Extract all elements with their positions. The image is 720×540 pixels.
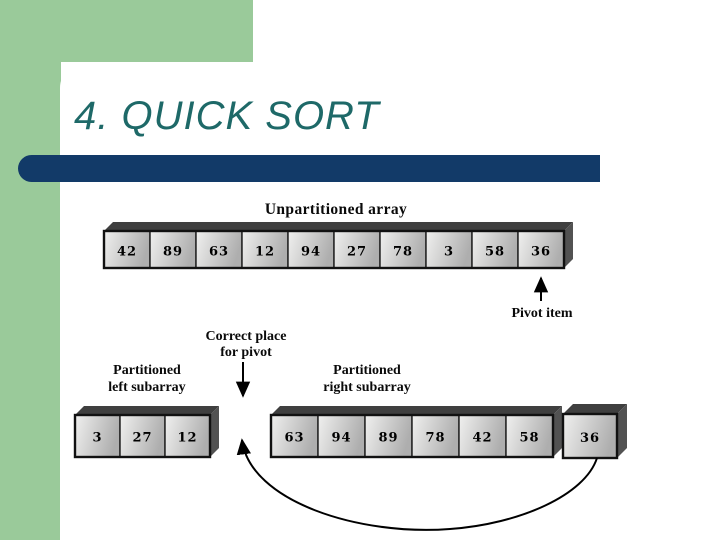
array-value: 27 — [347, 245, 367, 260]
box-right-face — [564, 222, 573, 268]
right-subarray-box: 63 94 89 78 42 58 — [269, 406, 562, 459]
array-outline — [561, 412, 619, 460]
array-value: 27 — [132, 431, 152, 446]
slide-title: 4. QUICK SORT — [74, 94, 380, 138]
correct-place-label-line2: for pivot — [220, 345, 272, 360]
unpartitioned-array-label: Unpartitioned array — [265, 201, 407, 218]
box-top-face — [563, 404, 627, 414]
array-value: 3 — [444, 245, 454, 260]
unpartitioned-array-box: 42 89 63 12 94 27 78 3 58 36 — [102, 222, 573, 270]
pivot-cell-box: 36 — [561, 404, 627, 460]
pivot-item-label: Pivot item — [511, 306, 572, 321]
left-subarray-label-line1: Partitioned — [113, 363, 181, 378]
array-value: 3 — [92, 431, 102, 446]
box-top-face — [75, 406, 219, 415]
array-value: 58 — [519, 431, 539, 446]
box-top-face — [271, 406, 562, 415]
array-value: 12 — [177, 431, 197, 446]
array-value: 42 — [117, 245, 137, 260]
left-subarray-box: 3 27 12 — [73, 406, 219, 459]
array-value: 94 — [301, 245, 321, 260]
array-cell — [333, 230, 381, 269]
box-right-face — [617, 404, 627, 458]
array-value: 78 — [425, 431, 445, 446]
right-subarray-label-line1: Partitioned — [333, 363, 401, 378]
correct-place-label-line1: Correct place — [206, 329, 287, 344]
box-top-face — [104, 222, 573, 231]
array-value: 63 — [284, 431, 304, 446]
box-right-face — [553, 406, 562, 457]
array-value: 58 — [485, 245, 505, 260]
array-value: 12 — [255, 245, 275, 260]
array-value: 78 — [393, 245, 413, 260]
array-outline — [73, 413, 212, 459]
array-value: 36 — [580, 431, 600, 446]
array-value: 89 — [163, 245, 183, 260]
array-value: 89 — [378, 431, 398, 446]
array-value: 94 — [331, 431, 351, 446]
array-cell — [74, 414, 121, 458]
slide-content-panel — [60, 62, 720, 540]
pivot-move-curve-arrow — [236, 438, 598, 531]
green-left-sidebar — [0, 0, 61, 540]
right-subarray-label-line2: right subarray — [323, 380, 411, 395]
left-subarray-label-line2: left subarray — [108, 380, 185, 395]
array-outline — [102, 229, 566, 270]
array-cell — [164, 414, 211, 458]
array-value: 42 — [472, 431, 492, 446]
array-outline — [269, 413, 555, 459]
title-underline-bar — [18, 155, 600, 182]
box-right-face — [210, 406, 219, 457]
array-value: 63 — [209, 245, 229, 260]
array-value: 36 — [531, 245, 551, 260]
